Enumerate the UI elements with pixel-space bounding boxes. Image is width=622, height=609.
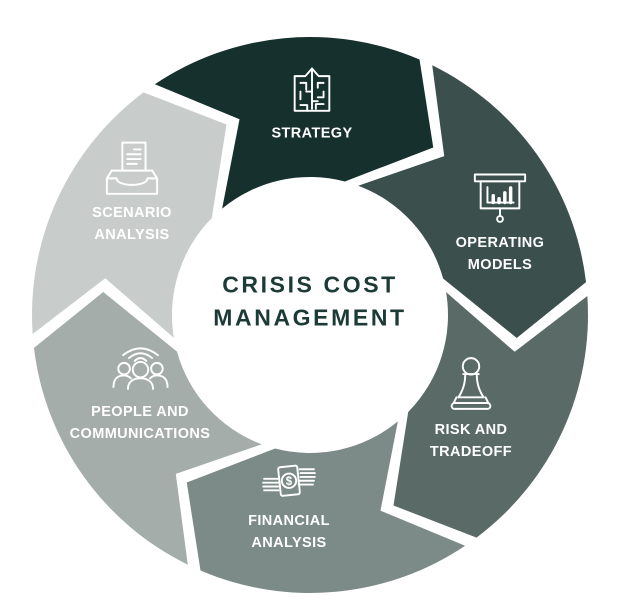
segment-shape-financial-analysis [186,421,466,593]
diagram-title: CRISIS COST MANAGEMENT [213,271,407,330]
segment-shape-scenario-analysis [32,92,227,338]
segment-shape-strategy [154,37,434,209]
segment-shape-people-and-communications [33,292,262,565]
segment-shape-operating-models [358,65,587,338]
segment-shape-risk-and-tradeoff [393,292,588,538]
